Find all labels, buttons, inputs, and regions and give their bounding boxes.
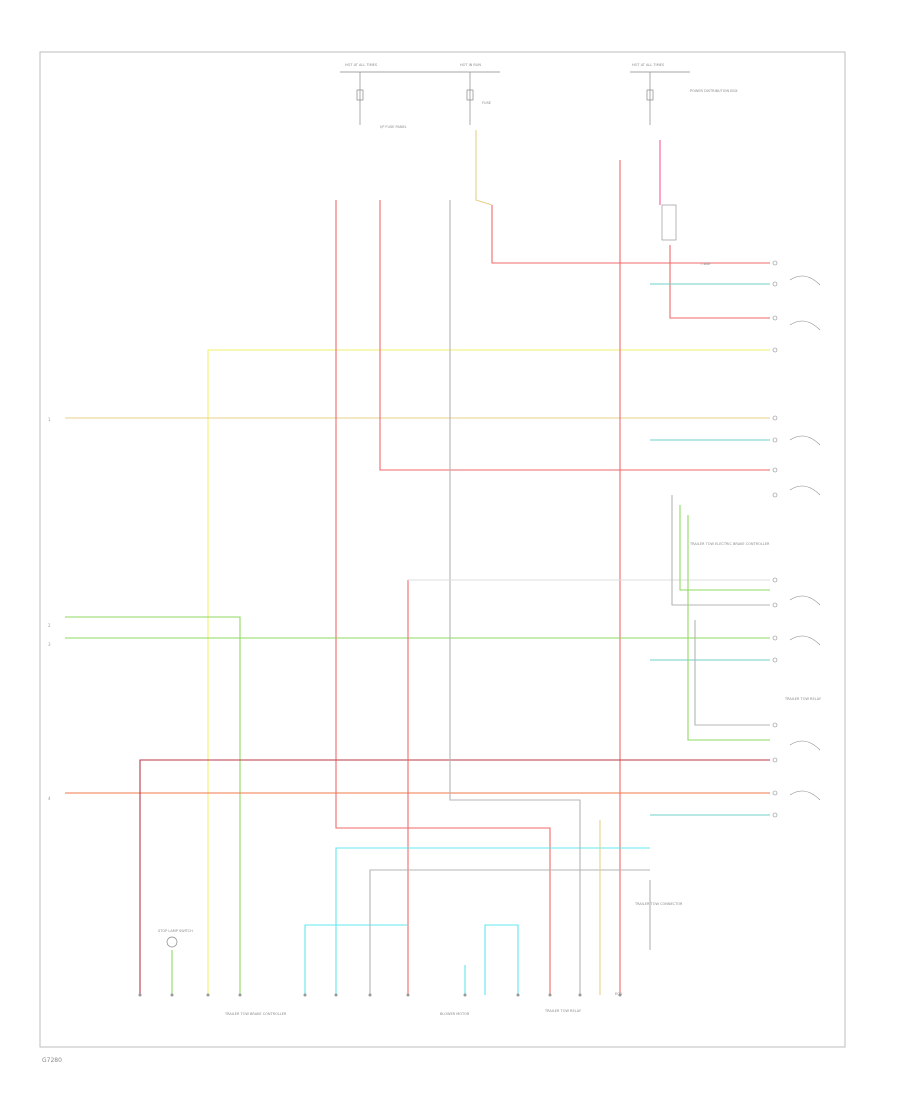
wire-dark-red [139,759,770,995]
connector-1: 1 [48,417,51,422]
wire-green-right-2 [687,515,770,741]
diagram-border [39,51,846,1048]
wire-gray-1 [369,869,650,995]
caption-blower-motor: BLOWER MOTOR [440,1012,470,1016]
svg-text:HOT AT ALL TIMES: HOT AT ALL TIMES [345,63,378,67]
fuse-block-left [340,71,500,125]
svg-text:HOT IN RUN: HOT IN RUN [460,63,481,67]
right-connectors [661,204,821,818]
caption-ecu: ECU [615,992,623,996]
wire-red-long [335,200,551,995]
bottom-captions: TRAILER TOW BRAKE CONTROLLER BLOWER MOTO… [224,992,623,1016]
fuse-block-right [630,71,690,125]
wire-red-relay-feed [669,245,770,319]
svg-text:7-WAY: 7-WAY [700,262,712,266]
svg-text:HOT AT ALL TIMES: HOT AT ALL TIMES [632,63,665,67]
caption-brake-controller: TRAILER TOW BRAKE CONTROLLER [224,1012,287,1016]
svg-text:I/P FUSE PANEL: I/P FUSE PANEL [380,125,407,129]
wire-gray-4 [671,495,770,606]
wire-lightblue-4 [484,924,519,995]
caption-relay: TRAILER TOW RELAY [544,1009,582,1013]
wire-red-trailer-feed [491,205,770,264]
svg-text:TRAILER TOW CONNECTOR: TRAILER TOW CONNECTOR [634,902,683,906]
svg-text:POWER DISTRIBUTION BOX: POWER DISTRIBUTION BOX [690,89,738,93]
wire-green-2 [65,616,241,995]
wire-yellow [207,349,770,995]
wire-red-center [379,200,770,471]
connector-4: 4 [48,796,51,801]
svg-text:TRAILER TOW ELECTRIC BRAKE CON: TRAILER TOW ELECTRIC BRAKE CONTROLLER [689,542,770,546]
wire-gray-5 [694,620,770,726]
bottom-terminals [138,993,622,997]
wire-lightblue-2 [304,924,408,995]
wire-gray-2 [449,200,581,995]
wire-green-right-1 [679,505,770,591]
svg-text:FUSE: FUSE [482,101,491,105]
svg-text:TRAILER TOW RELAY: TRAILER TOW RELAY [784,697,822,701]
figure-id: G7280 [42,1057,62,1064]
brake-lamp-symbol [166,936,178,948]
connector-2: 2 [48,623,51,628]
wire-lightblue-1 [335,847,650,995]
connector-3: 3 [48,642,51,647]
left-connector-labels: 1 2 3 4 [48,417,51,801]
wire-tan-fuse-drop [475,130,493,206]
svg-text:STOP LAMP SWITCH: STOP LAMP SWITCH [158,929,193,933]
